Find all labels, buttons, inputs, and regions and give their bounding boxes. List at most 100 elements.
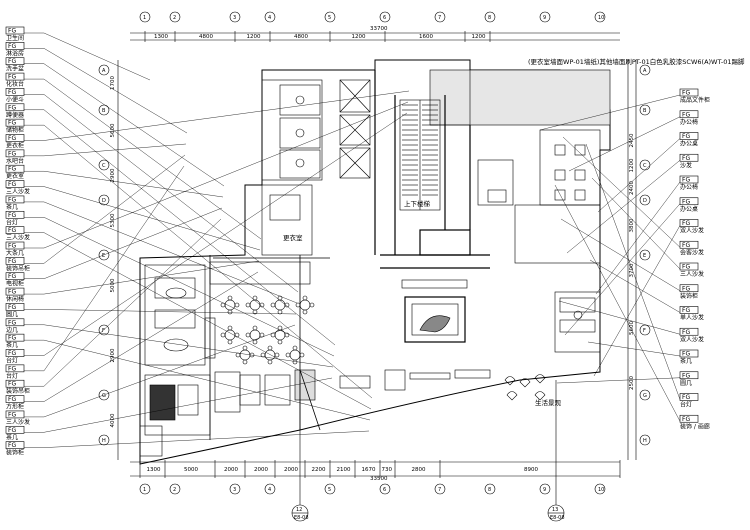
leader-line — [43, 143, 187, 157]
callout-tag-code: FG — [8, 74, 16, 81]
top-dim-value: 1200 — [352, 34, 366, 40]
leader-line — [43, 339, 371, 421]
callout-tag-label: 大条几 — [6, 249, 24, 257]
callout-tag-label: 双人沙发 — [680, 335, 704, 343]
callout-tag-code: FG — [8, 319, 16, 326]
grid-bubble-right — [639, 249, 651, 261]
callout-tag-label: 沙发 — [680, 161, 692, 169]
callout-tag-code: FG — [8, 89, 16, 96]
dining-chair — [302, 295, 308, 301]
top-dim-value: 1200 — [472, 34, 486, 40]
office-area — [477, 129, 601, 264]
perimeter-units: 生活景观 — [214, 369, 562, 413]
leader-line — [593, 225, 681, 377]
lounge-chair — [534, 374, 546, 384]
top-dim-value: 1200 — [247, 34, 261, 40]
dining-chair — [252, 309, 258, 315]
bottom-dim-value: 2800 — [412, 467, 426, 473]
callout-tag-code: FG — [682, 90, 690, 97]
callout-tag-label: 淋浴房 — [6, 49, 24, 57]
callout-tag-label: 三人沙发 — [6, 188, 30, 196]
grid-label-right: C — [643, 163, 647, 169]
callout-tag-box — [5, 88, 25, 96]
leader-line — [43, 377, 333, 433]
callout-tag-code: FG — [8, 396, 16, 403]
dining-table — [299, 299, 311, 311]
leader-line — [564, 203, 681, 336]
office-chair — [574, 189, 586, 201]
callout-tag-box — [5, 441, 25, 449]
grid-label-top: 8 — [488, 15, 491, 21]
callout-tag-label: 电视柜 — [6, 280, 24, 288]
callout-tag-label: 单人沙发 — [680, 314, 704, 322]
grid-label-bottom: 6 — [383, 487, 386, 493]
top-total-dim: 33700 — [370, 26, 388, 32]
right-dim-value: 3800 — [629, 218, 635, 232]
callout-tag-label: 装饰 / 画廊 — [680, 422, 710, 430]
dining-chair — [299, 352, 305, 358]
stair-label: 上下楼梯 — [404, 199, 431, 208]
callout-tag-code: FG — [8, 227, 16, 234]
grid-bubble-bottom — [169, 483, 181, 495]
callout-tag-label: 装饰柜 — [6, 449, 24, 457]
left-lounge — [139, 264, 211, 457]
bottom-dim-value: 1300 — [147, 467, 161, 473]
callout-tag-box — [679, 414, 699, 423]
callout-tag-box — [5, 226, 25, 234]
callout-tag-code: FG — [8, 212, 16, 219]
callout-tag-label: 茶几 — [680, 357, 692, 365]
callout-tag-label: 休闲椅 — [6, 295, 24, 303]
grid-label-bottom: 1 — [143, 487, 146, 493]
dining-chair — [277, 309, 283, 315]
dining-table — [249, 299, 261, 311]
grid-label-left: G — [102, 393, 106, 399]
material-note: (更衣室墙面WP-01墙纸)其他墙面刷PT-01白色乳胶漆SCW6(A)WT-0… — [528, 57, 745, 66]
callout-tag-box — [5, 134, 25, 142]
top-dim-value: 4800 — [199, 34, 213, 40]
leader-line — [539, 94, 681, 131]
elevator-shafts — [339, 79, 371, 179]
callout-tag-code: FG — [682, 242, 690, 249]
callout-tag-box — [5, 364, 25, 373]
grid-label-top: 3 — [233, 15, 236, 21]
callout-tag-label: 办公椅 — [680, 118, 698, 126]
callout-tag-code: FG — [682, 155, 690, 162]
grid-label-top: 7 — [438, 15, 441, 21]
right-dim-value: 5600 — [629, 321, 635, 335]
leader-line — [43, 90, 410, 141]
leader-line — [43, 260, 260, 295]
callout-tag-box — [5, 57, 25, 66]
callout-tag-box — [5, 287, 25, 296]
grid-bubble-right — [639, 389, 651, 401]
callout-tag-code: FG — [682, 177, 690, 184]
callout-tag-box — [679, 219, 699, 227]
callout-tag-box — [679, 393, 699, 401]
office-chair — [574, 169, 586, 181]
callout-tag-label: 茶几 — [6, 341, 18, 349]
building-outline — [139, 59, 611, 465]
grid-label-right: B — [643, 108, 647, 114]
callout-tag-label: 会客沙发 — [680, 248, 704, 256]
callout-tag-box — [5, 42, 25, 50]
dining-chair — [295, 302, 301, 308]
leader-line — [554, 184, 681, 422]
grid-label-bottom: 5 — [328, 487, 331, 493]
callout-tag-label: 装饰吊柜 — [6, 264, 30, 272]
grid-label-left: B — [102, 108, 106, 114]
lounge-chair — [506, 391, 518, 401]
dining-chair — [227, 325, 233, 331]
lounge-chair — [504, 376, 516, 386]
dining-chair — [252, 325, 258, 331]
callout-tag-code: FG — [8, 350, 16, 357]
callout-tag-code: FG — [8, 427, 16, 434]
grid-label-left: H — [102, 438, 106, 444]
callout-tag-code: FG — [8, 273, 16, 280]
grid-bubble-left — [98, 104, 110, 116]
right-dim-value: 1200 — [629, 158, 635, 172]
callout-tag-box — [679, 175, 699, 184]
leader-line — [43, 32, 151, 81]
callout-tag-code: FG — [682, 307, 690, 314]
callout-tag-label: 办公桌 — [680, 205, 698, 213]
